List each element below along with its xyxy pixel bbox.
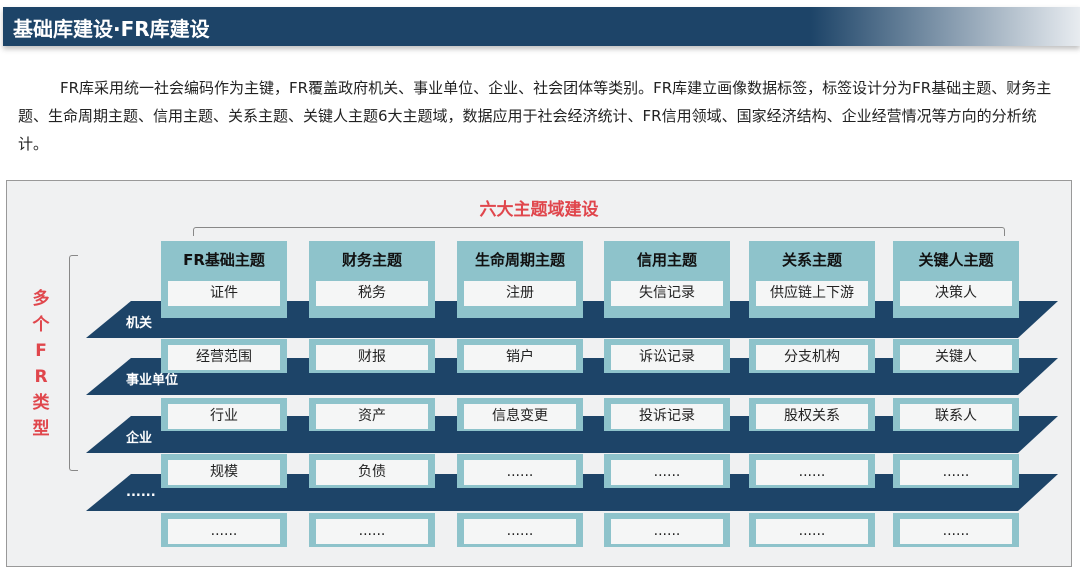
type-label: 事业单位 bbox=[126, 373, 179, 388]
column-segment: ...... bbox=[604, 454, 730, 488]
left-brace bbox=[69, 255, 78, 471]
topic-cell: ...... bbox=[900, 519, 1012, 544]
topic-cell: 诉讼记录 bbox=[611, 345, 723, 370]
column-segment: 财报 bbox=[309, 339, 435, 373]
types-heading-char: 型 bbox=[32, 419, 50, 439]
column-segment: 信用主题失信记录 bbox=[604, 241, 730, 318]
column-segment: ...... bbox=[457, 454, 583, 488]
column-segment: 规模 bbox=[161, 454, 287, 488]
types-heading: 多 个 F R 类 型 bbox=[31, 286, 51, 442]
topic-cell: 决策人 bbox=[900, 281, 1012, 306]
topic-cell: 规模 bbox=[168, 460, 280, 485]
topic-cell: 关键人 bbox=[900, 345, 1012, 370]
column-title: 关键人主题 bbox=[918, 251, 994, 269]
types-heading-char: 个 bbox=[32, 315, 50, 335]
topic-cell: ...... bbox=[756, 460, 868, 485]
column-segment: 关键人主题决策人 bbox=[893, 241, 1019, 318]
intro-paragraph: FR库采用统一社会编码作为主键，FR覆盖政府机关、事业单位、企业、社会团体等类别… bbox=[18, 79, 1052, 153]
column-segment: 投诉记录 bbox=[604, 398, 730, 431]
column-segment: 财务主题税务 bbox=[309, 241, 435, 318]
topic-cell: ...... bbox=[611, 460, 723, 485]
topic-cell: ...... bbox=[900, 460, 1012, 485]
topic-cell: ...... bbox=[464, 460, 576, 485]
column-segment: 负债 bbox=[309, 454, 435, 488]
type-label: ...... bbox=[126, 485, 156, 500]
column-segment: ...... bbox=[457, 513, 583, 547]
type-label: 机关 bbox=[126, 316, 153, 331]
column-segment: 经营范围 bbox=[161, 339, 287, 373]
topic-cell: ...... bbox=[756, 519, 868, 544]
column-segment: ...... bbox=[893, 454, 1019, 488]
column-segment: 销户 bbox=[457, 339, 583, 373]
title-bar: 基础库建设·FR库建设 bbox=[3, 7, 1080, 46]
column-segment: 分支机构 bbox=[749, 339, 875, 373]
type-label: 企业 bbox=[126, 431, 153, 446]
topic-cell: ...... bbox=[464, 519, 576, 544]
topic-cell: 行业 bbox=[168, 404, 280, 429]
topic-cell: 销户 bbox=[464, 345, 576, 370]
topic-cell: 资产 bbox=[316, 404, 428, 429]
page-title: 基础库建设·FR库建设 bbox=[13, 17, 210, 41]
topic-cell: ...... bbox=[316, 519, 428, 544]
column-title: FR基础主题 bbox=[183, 251, 265, 269]
column-segment: 联系人 bbox=[893, 398, 1019, 431]
column-segment: 股权关系 bbox=[749, 398, 875, 431]
column-segment: 关键人 bbox=[893, 339, 1019, 373]
column-segment: 行业 bbox=[161, 398, 287, 431]
column-title: 生命周期主题 bbox=[474, 251, 565, 269]
column-segment: 信息变更 bbox=[457, 398, 583, 431]
types-heading-char: 类 bbox=[32, 393, 50, 413]
topic-cell: 财报 bbox=[316, 345, 428, 370]
topic-cell: 供应链上下游 bbox=[756, 281, 868, 306]
top-brace bbox=[193, 227, 1005, 236]
column-segment: ...... bbox=[749, 454, 875, 488]
column-segment: ...... bbox=[309, 513, 435, 547]
topic-cell: 投诉记录 bbox=[611, 404, 723, 429]
topic-cell: ...... bbox=[611, 519, 723, 544]
column-segment: 资产 bbox=[309, 398, 435, 431]
diagram-panel: 六大主题域建设 多 个 F R 类 型 机关事业单位企业...... FR基础主题… bbox=[6, 180, 1072, 567]
column-segment: ...... bbox=[161, 513, 287, 547]
topic-cell: 股权关系 bbox=[756, 404, 868, 429]
column-segment: 诉讼记录 bbox=[604, 339, 730, 373]
column-title: 关系主题 bbox=[781, 251, 842, 269]
topic-cell: 负债 bbox=[316, 460, 428, 485]
topic-cell: 税务 bbox=[316, 281, 428, 306]
column-segment: ...... bbox=[604, 513, 730, 547]
types-heading-char: F bbox=[35, 341, 47, 361]
column-title: 财务主题 bbox=[341, 251, 402, 269]
topic-cell: 分支机构 bbox=[756, 345, 868, 370]
column-segment: FR基础主题证件 bbox=[161, 241, 287, 318]
topic-cell: 证件 bbox=[168, 281, 280, 306]
column-segment: ...... bbox=[893, 513, 1019, 547]
column-title: 信用主题 bbox=[636, 251, 697, 269]
topic-cell: 信息变更 bbox=[464, 404, 576, 429]
types-heading-char: 多 bbox=[32, 289, 50, 309]
types-heading-char: R bbox=[34, 367, 48, 387]
topic-cell: 联系人 bbox=[900, 404, 1012, 429]
column-segment: ...... bbox=[749, 513, 875, 547]
topic-cell: 失信记录 bbox=[611, 281, 723, 306]
column-segment: 生命周期主题注册 bbox=[457, 241, 583, 318]
domains-heading: 六大主题域建设 bbox=[479, 200, 599, 220]
topic-cell: 经营范围 bbox=[168, 345, 280, 370]
topic-cell: ...... bbox=[168, 519, 280, 544]
topic-cell: 注册 bbox=[464, 281, 576, 306]
column-segment: 关系主题供应链上下游 bbox=[749, 241, 875, 318]
